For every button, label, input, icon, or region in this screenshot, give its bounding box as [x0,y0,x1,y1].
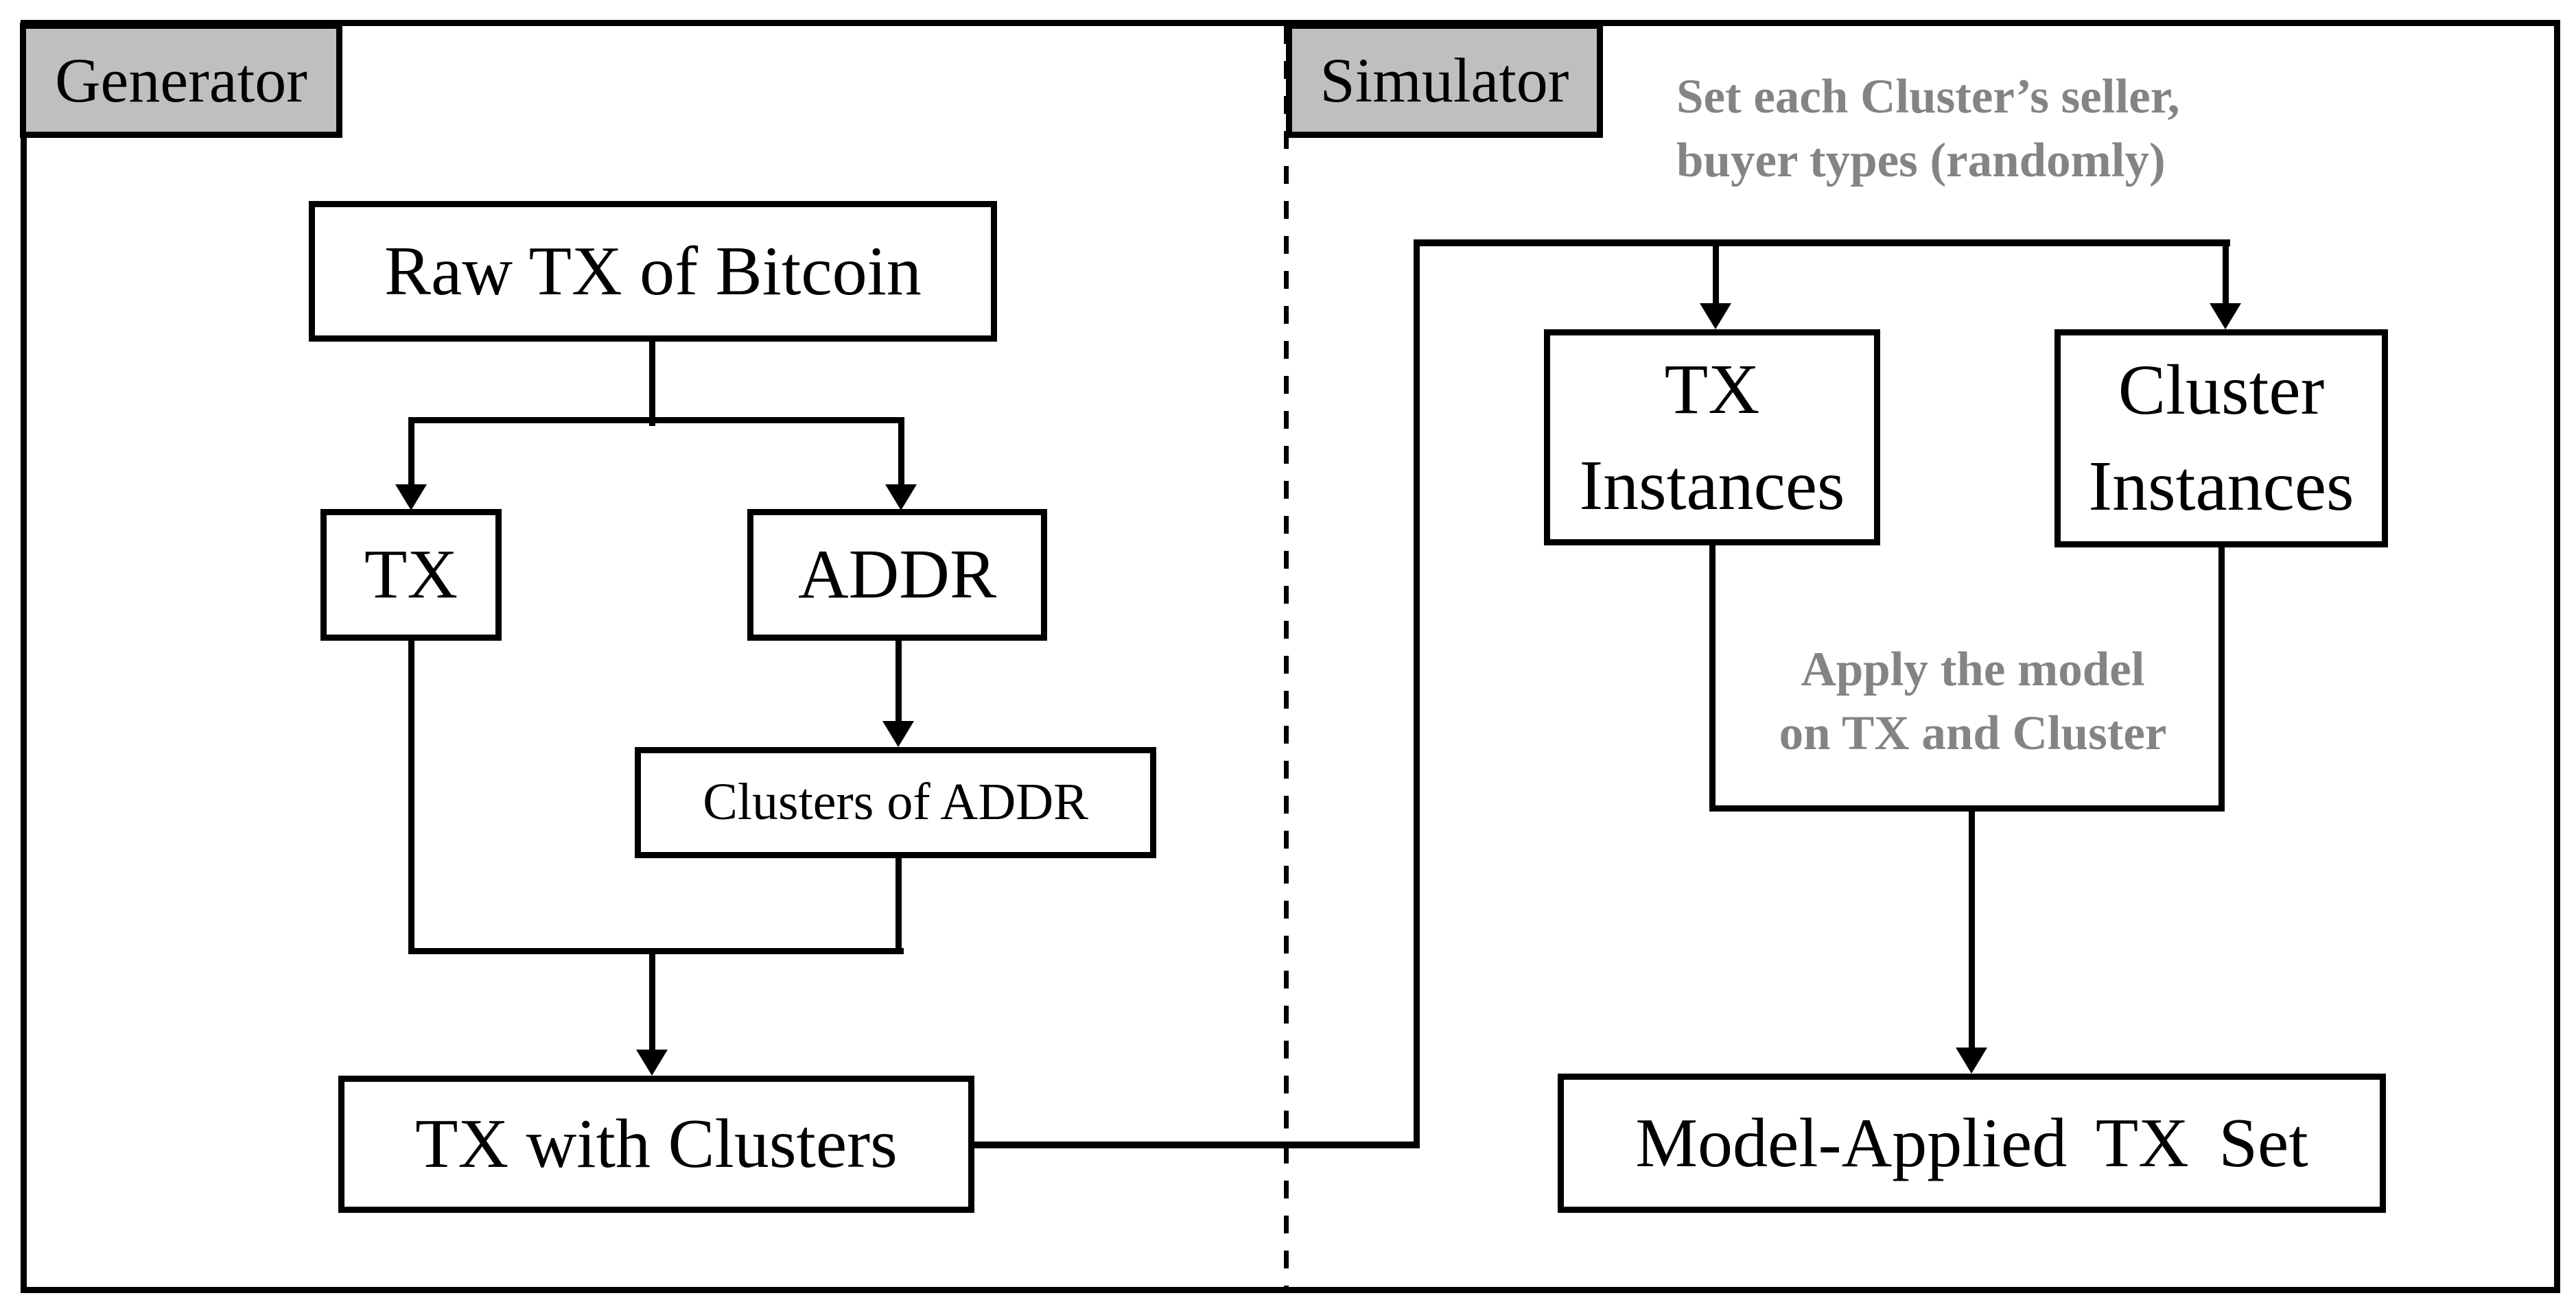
connector-txwc-right [973,1142,1420,1148]
node-tx-instances: TX Instances [1544,329,1880,545]
connector-merge-horizontal [408,948,904,954]
connector-addr-to-clusters [895,637,902,724]
cluster-instances-line1: Cluster [2118,351,2325,429]
arrowhead-into-model-applied [1956,1048,1987,1074]
annotation-apply-model: Apply the model on TX and Cluster [1688,638,2258,766]
connector-tx-down [408,637,414,954]
node-tx: TX [320,509,502,641]
connector-up-vertical [1414,239,1420,1148]
generator-simulator-divider [1284,26,1289,1287]
node-model-applied-tx-set: Model-Applied TX Set [1558,1074,2386,1213]
tx-with-clusters-label: TX with Clusters [415,1105,898,1183]
connector-clusters-down [895,854,902,954]
annotation-set-each-line1: Set each Cluster’s seller, [1676,70,2180,123]
connector-split-horizontal [408,417,904,423]
tx-instances-line1: TX [1664,349,1760,429]
connector-to-clusterinstances [2223,239,2229,305]
connector-clusterinst-down [2218,544,2225,812]
panel-label-simulator: Simulator [1286,23,1603,138]
connector-top-horizontal [1414,239,2230,246]
model-applied-label: Model-Applied TX Set [1635,1104,2308,1182]
arrowhead-into-tx-with-clusters [636,1050,668,1076]
arrowhead-into-tx [395,484,427,510]
cluster-instances-line2: Instances [2088,447,2354,525]
arrowhead-into-clusters-of-addr [882,721,914,747]
connector-to-addr [898,417,904,486]
annotation-apply-model-line1: Apply the model [1801,643,2145,696]
node-clusters-of-addr: Clusters of ADDR [635,747,1156,858]
connector-rawtx-down [649,339,655,426]
generator-label: Generator [55,45,307,115]
node-tx-with-clusters: TX with Clusters [338,1076,974,1213]
addr-label: ADDR [797,536,997,614]
node-cluster-instances: Cluster Instances [2054,329,2388,547]
arrowhead-into-tx-instances [1700,303,1731,329]
connector-to-tx [408,417,414,486]
annotation-set-each-cluster: Set each Cluster’s seller, buyer types (… [1676,65,2179,193]
connector-to-txinstances [1713,239,1719,305]
annotation-set-each-line2: buyer types (randomly) [1676,134,2166,187]
raw-tx-label: Raw TX of Bitcoin [384,232,922,310]
connector-to-modelapplied [1969,805,1975,1049]
arrowhead-into-cluster-instances [2210,303,2241,329]
tx-label: TX [364,536,458,614]
tx-instances-line2: Instances [1579,445,1845,525]
simulator-label: Simulator [1320,45,1569,115]
annotation-apply-model-line2: on TX and Cluster [1779,707,2167,760]
arrowhead-into-addr [885,484,917,510]
clusters-of-addr-label: Clusters of ADDR [703,773,1088,831]
node-addr: ADDR [747,509,1047,641]
panel-label-generator: Generator [20,23,342,138]
connector-merge2-horizontal [1709,805,2225,812]
connector-to-txwithclusters [649,948,655,1051]
connector-txinstances-down [1709,542,1716,812]
node-raw-tx-of-bitcoin: Raw TX of Bitcoin [309,201,997,342]
